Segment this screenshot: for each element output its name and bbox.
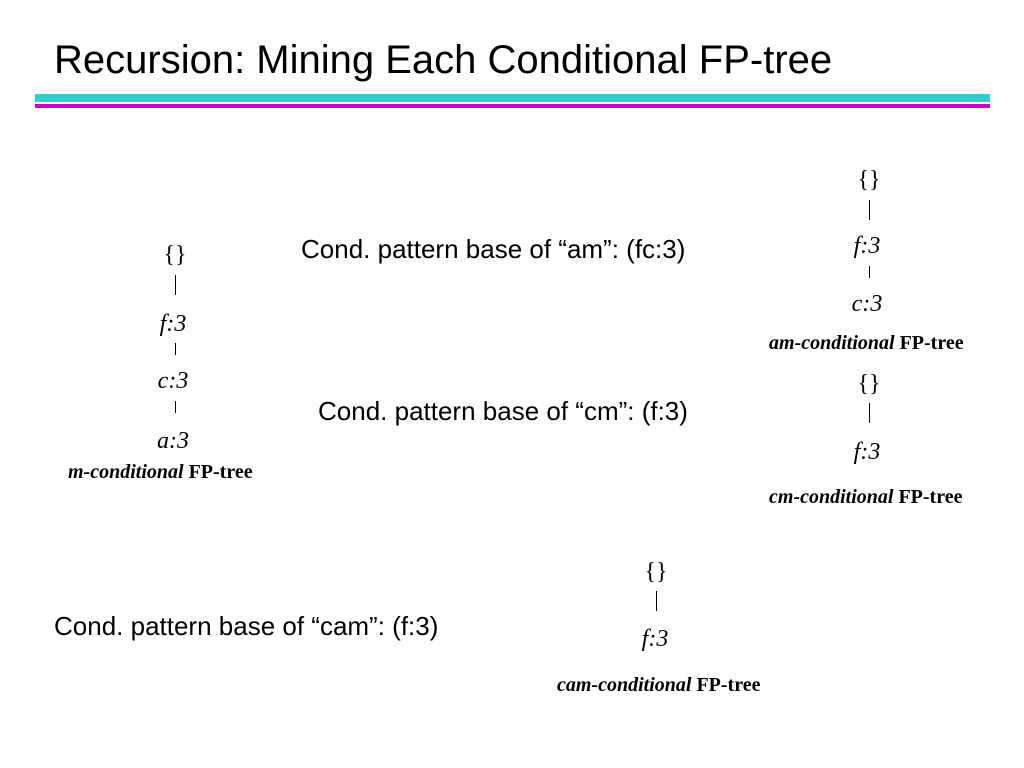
m-tree-c-node: c:3 <box>157 368 189 394</box>
m-tree-edge-f-c <box>175 343 176 355</box>
cam-tree-label-italic: cam-conditional <box>557 674 692 696</box>
am-tree-label-italic: am-conditional <box>769 332 895 354</box>
cm-pattern-base-caption: Cond. pattern base of “cm”: (f:3) <box>318 396 688 426</box>
am-tree-label-rest: FP-tree <box>899 332 964 354</box>
cam-pattern-base-caption: Cond. pattern base of “cam”: (f:3) <box>54 611 439 641</box>
am-tree-root-node: {} <box>857 167 881 193</box>
m-tree-root-node: {} <box>163 242 187 268</box>
cam-tree-f-node: f:3 <box>641 626 669 652</box>
m-tree-a-node: a:3 <box>157 428 189 454</box>
am-tree-edge-root-f <box>869 200 870 220</box>
cm-tree-label: cm-conditional FP-tree <box>769 487 962 507</box>
cam-tree-edge-root-f <box>656 591 657 611</box>
cm-tree-root-node: {} <box>857 371 881 397</box>
cam-tree-label-rest: FP-tree <box>696 674 761 696</box>
am-tree-label: am-conditional FP-tree <box>769 333 964 353</box>
title-rule-magenta <box>35 104 990 108</box>
cm-tree-label-rest: FP-tree <box>898 486 963 508</box>
m-tree-label-rest: FP-tree <box>188 461 253 483</box>
cm-tree-f-node: f:3 <box>853 439 881 465</box>
m-tree-label: m-conditional FP-tree <box>68 462 253 482</box>
m-tree-edge-root-f <box>175 275 176 295</box>
cm-tree-edge-root-f <box>869 403 870 423</box>
am-tree-f-node: f:3 <box>853 233 881 259</box>
cam-tree-label: cam-conditional FP-tree <box>557 675 760 695</box>
slide-title: Recursion: Mining Each Conditional FP-tr… <box>54 38 833 82</box>
m-tree-f-node: f:3 <box>159 311 187 337</box>
cam-tree-root-node: {} <box>644 559 668 585</box>
m-tree-edge-c-a <box>175 401 176 413</box>
title-rule-cyan <box>35 94 990 102</box>
am-tree-c-node: c:3 <box>851 291 883 317</box>
m-tree-label-italic: m-conditional <box>68 461 184 483</box>
am-tree-edge-f-c <box>869 266 870 278</box>
am-pattern-base-caption: Cond. pattern base of “am”: (fc:3) <box>301 234 686 264</box>
cm-tree-label-italic: cm-conditional <box>769 486 894 508</box>
